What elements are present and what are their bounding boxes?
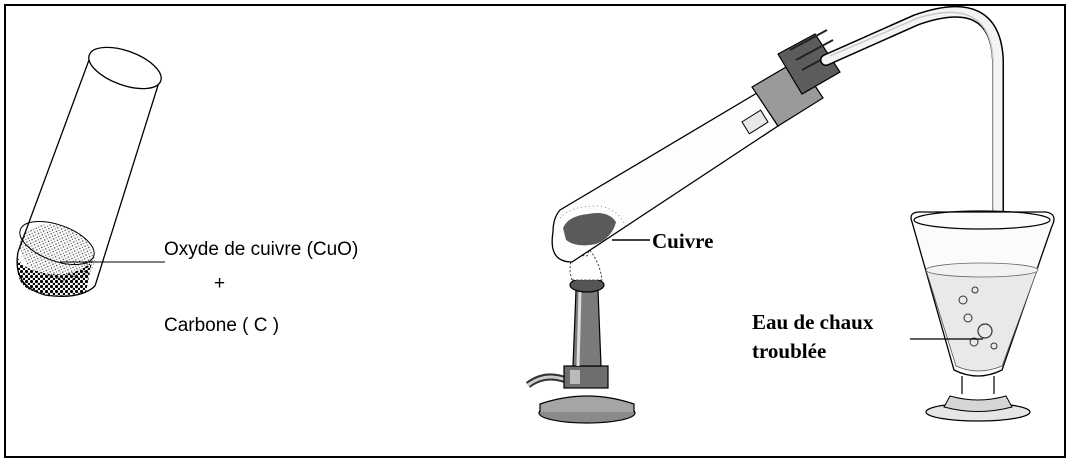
beaker: [910, 210, 1055, 422]
reagent-label-carbon: Carbone ( C ): [164, 315, 279, 336]
reactant-mixture: [17, 224, 95, 296]
limewater-label-line1: Eau de chaux: [752, 310, 874, 334]
bunsen-burner: [525, 246, 636, 424]
delivery-tube: [820, 6, 1004, 331]
plus-sign: +: [214, 273, 225, 294]
reagent-label-cuo: Oxyde de cuivre (CuO): [164, 239, 358, 260]
copper-label: Cuivre: [652, 229, 713, 253]
limewater-label-line2: troublée: [752, 339, 826, 363]
rubber-stopper: [741, 29, 841, 135]
test-tube-left: [16, 46, 162, 297]
